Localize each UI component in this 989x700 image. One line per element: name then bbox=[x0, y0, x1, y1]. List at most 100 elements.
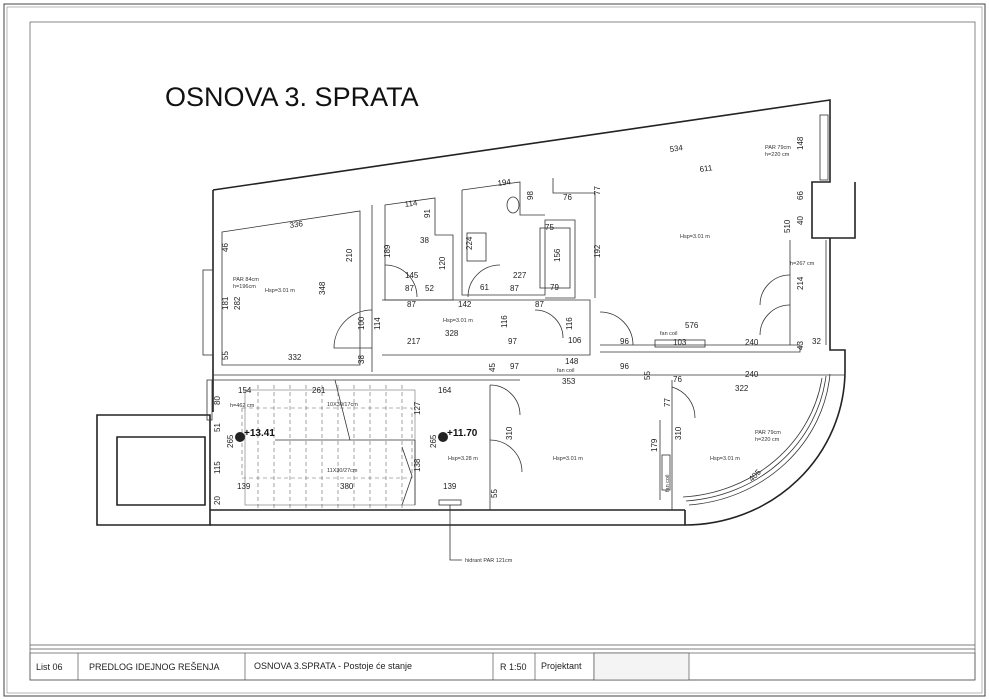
dimension-label: 96 bbox=[620, 337, 629, 346]
dimension-label: 120 bbox=[438, 256, 447, 270]
drawing-frame bbox=[29, 21, 976, 681]
dimension-label: 106 bbox=[568, 336, 582, 345]
level-marker-icon bbox=[235, 432, 245, 442]
dimension-label: 192 bbox=[593, 244, 602, 258]
dimension-label: 261 bbox=[312, 386, 326, 395]
sheet-number: List 06 bbox=[36, 662, 63, 672]
dimension-label: 66 bbox=[796, 191, 805, 200]
building-outline bbox=[96, 99, 856, 561]
designer-label: Projektant bbox=[541, 661, 582, 671]
dimension-label: 98 bbox=[526, 191, 535, 200]
dimension-label: 55 bbox=[490, 489, 499, 498]
level-marker-icon bbox=[438, 432, 448, 442]
dimension-label: 76 bbox=[673, 375, 682, 384]
dimension-label: 348 bbox=[318, 281, 327, 295]
note: h=267 cm bbox=[790, 261, 815, 267]
dimension-label: 38 bbox=[357, 355, 366, 364]
dimension-label: 77 bbox=[593, 186, 602, 195]
level-labels: +13.41 +11.70 bbox=[244, 428, 478, 439]
note: h=462 cm bbox=[230, 403, 255, 409]
dimension-label: 116 bbox=[565, 317, 574, 330]
note: h=220 cm bbox=[765, 152, 790, 158]
room-height: Hsp=3.01 m bbox=[680, 234, 710, 240]
dimension-label: 114 bbox=[404, 198, 418, 209]
note: h=196cm bbox=[233, 284, 256, 290]
dimension-label: 611 bbox=[699, 163, 713, 174]
project-name: PREDLOG IDEJNOG REŠENJA bbox=[89, 662, 220, 672]
room-height-labels: Hsp=3.01 m Hsp=3.01 m Hsp=3.01 m Hsp=3.2… bbox=[265, 234, 740, 462]
dimension-label: 97 bbox=[510, 362, 519, 371]
dimension-label: 164 bbox=[438, 386, 452, 395]
dimension-label: 145 bbox=[405, 271, 419, 280]
dimension-label: 139 bbox=[237, 482, 251, 491]
dimension-label: 100 bbox=[357, 316, 366, 330]
dimension-label: 210 bbox=[345, 248, 354, 262]
dimension-label: 282 bbox=[233, 296, 242, 310]
dimension-label: 114 bbox=[373, 317, 382, 330]
dimension-label: 576 bbox=[685, 321, 699, 330]
note: hidrant PAR 121cm bbox=[465, 558, 513, 564]
dimension-label: 51 bbox=[213, 423, 222, 432]
dimension-label: 40 bbox=[796, 216, 805, 225]
dimension-label: 332 bbox=[288, 353, 302, 362]
dimension-label: 148 bbox=[565, 357, 579, 366]
dimension-label: 87 bbox=[510, 284, 519, 293]
dimension-label: 103 bbox=[673, 338, 687, 347]
dimension-label: 380 bbox=[340, 482, 354, 491]
dimension-label: 45 bbox=[488, 363, 497, 372]
dimension-label: 217 bbox=[407, 337, 421, 346]
dimension-label: 534 bbox=[669, 143, 684, 154]
sheet-border-inner bbox=[6, 6, 983, 694]
dimension-label: 181 bbox=[221, 296, 230, 310]
note: fan coil bbox=[665, 475, 671, 492]
dimension-label: 138 bbox=[413, 458, 422, 472]
note: 11X30/27cm bbox=[327, 468, 358, 474]
sheet-border bbox=[3, 3, 986, 697]
dimension-label: 336 bbox=[289, 219, 304, 230]
dimension-label: 353 bbox=[562, 377, 576, 386]
note: h=220 cm bbox=[755, 437, 780, 443]
dimension-label: 52 bbox=[425, 284, 434, 293]
dimension-label: 510 bbox=[783, 219, 792, 233]
dimension-label: 227 bbox=[513, 271, 527, 280]
dimension-label: 87 bbox=[407, 300, 416, 309]
dimension-label: 76 bbox=[563, 193, 572, 202]
dimension-label: 214 bbox=[796, 276, 805, 290]
note: fan coil bbox=[557, 368, 574, 374]
note: PAR 79cm bbox=[755, 430, 781, 436]
note: fan coil bbox=[660, 331, 677, 337]
dimension-label: 240 bbox=[745, 370, 759, 379]
room-height: Hsp=3.28 m bbox=[448, 456, 478, 462]
dimension-label: 148 bbox=[796, 136, 805, 150]
level-label: +13.41 bbox=[244, 428, 275, 439]
drawing-title: OSNOVA 3. SPRATA bbox=[165, 82, 419, 112]
dimension-label: 142 bbox=[458, 300, 472, 309]
dimension-label: 32 bbox=[812, 337, 821, 346]
dimension-label: 96 bbox=[620, 362, 629, 371]
title-block: List 06 PREDLOG IDEJNOG REŠENJA OSNOVA 3… bbox=[29, 652, 976, 681]
dimension-label: 61 bbox=[480, 283, 489, 292]
dimension-label: 77 bbox=[663, 398, 672, 407]
dimension-label: 79 bbox=[550, 283, 559, 292]
dimension-label: 189 bbox=[383, 244, 392, 258]
level-label: +11.70 bbox=[447, 428, 478, 439]
scale: R 1:50 bbox=[500, 662, 527, 672]
dimension-label: 265 bbox=[226, 434, 235, 448]
note: 10X30/17cm bbox=[327, 402, 358, 408]
dimension-label: 38 bbox=[420, 236, 429, 245]
dimension-label: 310 bbox=[674, 426, 683, 440]
dimension-label: 55 bbox=[221, 351, 230, 360]
dimension-label: 194 bbox=[497, 177, 512, 188]
room-height: Hsp=3.01 m bbox=[443, 318, 473, 324]
dimension-label: 224 bbox=[465, 236, 474, 250]
dimension-label: 75 bbox=[545, 223, 554, 232]
dimension-label: 265 bbox=[429, 434, 438, 448]
dimension-label: 43 bbox=[796, 341, 805, 350]
note: PAR 84cm bbox=[233, 277, 259, 283]
dimension-label: 156 bbox=[553, 248, 562, 262]
dimension-label: 20 bbox=[213, 496, 222, 505]
dimension-label: 80 bbox=[213, 396, 222, 405]
dimension-label: 179 bbox=[650, 438, 659, 452]
dimension-label: 87 bbox=[535, 300, 544, 309]
